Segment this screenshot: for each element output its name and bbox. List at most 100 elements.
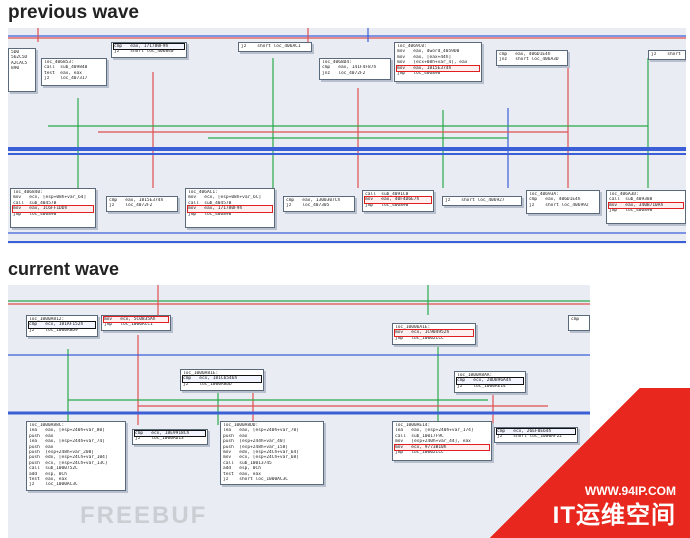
site-url: WWW.94IP.COM — [584, 484, 676, 498]
asm-line: cmp eax, 1815E374h — [109, 198, 164, 203]
asm-line: jmp loc_406890 — [397, 71, 441, 77]
asm-line: loc_1000A8AA: — [457, 373, 493, 378]
code-block[interactable]: loc_1000A812: cmp ecx, 181AF152h jz loc_… — [26, 315, 98, 337]
code-block[interactable]: cmp — [568, 315, 590, 331]
asm-line: jz loc_1000AE14 — [457, 383, 506, 389]
asm-line: jz short loc_406927 — [445, 198, 505, 203]
code-block[interactable]: loc_4069C0: mov eax, dword_4059D0 mov ea… — [394, 42, 482, 82]
asm-line: cmp eax, 406D1E4h — [499, 52, 551, 57]
code-block[interactable]: call sub_4091C8 mov eax, 40F4D6E7h jmp l… — [362, 190, 434, 212]
asm-line: mov ecx, [esp+08h+var_64] — [13, 195, 87, 201]
asm-line: 5D0 — [11, 50, 20, 55]
asm-line: call sub_4091C8 — [365, 192, 409, 197]
asm-line: jnz loc_4072F2 — [322, 70, 366, 76]
asm-line-highlighted: cmp ecx, 18E9918Ch — [134, 430, 206, 437]
code-block[interactable]: 5D0 562C5D A2CAC5 890 — [8, 48, 36, 92]
code-block[interactable]: loc_40693A: cmp eax, 406D1E4h jz short l… — [526, 190, 600, 214]
asm-line: jz loc_4072F2 — [109, 203, 153, 209]
asm-line: jmp loc_10002CCC — [395, 450, 444, 456]
asm-line: call sub_409388 — [609, 197, 653, 203]
code-block[interactable]: cmp ecx, 18E9918Ch jz loc_1000AD13 — [132, 429, 208, 445]
asm-line: test eax, eax — [29, 477, 67, 483]
asm-line: cmp eax, 1300307Ch — [286, 198, 341, 203]
asm-line: jnz short loc_406A3D — [499, 57, 559, 63]
asm-line: push eax — [223, 433, 248, 439]
asm-line: cmp eax, 406D1E4h — [529, 197, 581, 203]
code-block[interactable]: loc_406840: mov ecx, [esp+08h+var_64] ca… — [10, 188, 96, 228]
code-block[interactable]: loc_1000A88C: lea eax, [esp+240h+var_80]… — [26, 421, 126, 491]
asm-line: test eax, eax — [223, 471, 261, 477]
asm-line: call sub_10017F9C — [395, 433, 444, 439]
asm-line: call sub_40457B — [13, 200, 57, 206]
asm-line: jz loc_1000AC3C — [29, 482, 78, 488]
code-block[interactable]: cmp eax, 1815E374h jz loc_4072F2 — [106, 196, 178, 212]
asm-line: jz short — [651, 52, 681, 57]
asm-line: loc_406A3D: — [609, 192, 639, 197]
previous-wave-graph[interactable]: 5D0 562C5D A2CAC5 890 loc_406853: call s… — [8, 28, 686, 244]
asm-line-highlighted: mov ecx, 1C904952h — [394, 329, 474, 337]
asm-line: add esp, 0Ch — [223, 466, 261, 472]
code-block[interactable]: loc_1000A8DD: lea eax, [esp+240h+var_70]… — [220, 421, 324, 485]
code-block[interactable]: loc_10006A1E: mov ecx, 1C904952h jmp loc… — [392, 323, 476, 345]
asm-line: push [esp+248h+var_208] — [29, 450, 95, 456]
code-block[interactable]: jz short loc_406927 — [442, 196, 522, 206]
asm-line: jz short loc_1000AC3C — [223, 477, 289, 483]
asm-line: jmp loc_406890 — [188, 211, 232, 217]
asm-line-highlighted: cmp eax, 171780F9h — [113, 43, 185, 50]
code-block[interactable]: loc_1000A81E: cmp ecx, 181C6546h jz loc_… — [180, 369, 264, 391]
previous-wave-edges — [8, 28, 686, 243]
asm-line: loc_1000A81E: — [183, 371, 219, 376]
asm-line: push edx, [esp+24Ch+var_104] — [29, 455, 108, 461]
asm-line: loc_40693A: — [529, 192, 559, 197]
asm-line: call sub_1000752C — [29, 466, 78, 472]
asm-line: jmp loc_406890 — [609, 208, 653, 214]
asm-line: loc_1000A88C: — [29, 423, 65, 428]
code-block[interactable]: mov ecx, 5C0835Ah jmp loc_1000ACC1 — [101, 315, 171, 331]
asm-line: call sub_40457B — [188, 200, 232, 206]
code-block[interactable]: jz short loc_406AC1 — [238, 42, 312, 52]
asm-line-highlighted: cmp ecx, 181C6546h — [182, 375, 262, 383]
asm-line: mov [ecx+08h+var_4], eax — [397, 60, 468, 66]
site-name: IT运维空间 — [552, 502, 676, 529]
asm-line: loc_406840: — [13, 190, 43, 195]
code-block[interactable]: cmp eax, 1300307Ch jz loc_407305 — [283, 196, 355, 212]
asm-line: jmp loc_406890 — [365, 202, 409, 208]
previous-wave-heading: previous wave — [8, 2, 139, 23]
asm-line-highlighted: mov eax, 40F4D6E7h — [364, 196, 432, 204]
asm-line: loc_1000A8DD: — [223, 423, 259, 428]
asm-line: call sub_409840 — [44, 65, 88, 71]
asm-line: push [esp+248h+var_158] — [223, 444, 289, 450]
asm-line: jmp loc_10002CCC — [395, 335, 444, 341]
asm-line: lea eax, [esp+240h+var_70] — [223, 428, 299, 434]
code-block[interactable]: loc_4068D4: cmp eax, 141F4F87h jnz loc_4… — [319, 58, 391, 80]
asm-line: cmp — [571, 317, 580, 322]
asm-line-highlighted: mov ecx, 5C0835Ah — [103, 316, 169, 323]
asm-line: jz short loc_406840 — [114, 49, 174, 55]
asm-line: A2CAC5 — [11, 60, 28, 66]
code-block[interactable]: loc_406AC1: mov ecx, [esp+08h+var_6C] ca… — [185, 188, 275, 228]
asm-line: loc_1000AE14: — [395, 423, 431, 428]
code-block[interactable]: cmp eax, 171780F9h jz short loc_406840 — [111, 42, 187, 58]
asm-line: loc_4068D4: — [322, 60, 352, 65]
asm-line: jz loc_407305 — [286, 203, 330, 209]
code-block[interactable]: loc_406853: call sub_409840 test eax, ea… — [41, 58, 107, 86]
asm-line-highlighted: cmp ecx, 181AF152h — [28, 321, 96, 329]
asm-line: jz loc_407317 — [44, 76, 88, 82]
code-block[interactable]: cmp eax, 406D1E4h jnz short loc_406A3D — [496, 50, 568, 66]
asm-line: cmp eax, 141F4F87h — [322, 65, 377, 71]
asm-line: push eax — [29, 444, 54, 450]
asm-line: mov ecx, [esp+08h+var_6C] — [188, 195, 262, 201]
code-block[interactable]: loc_406A3D: call sub_409388 mov eax, 340… — [606, 190, 686, 224]
asm-line: jmp loc_1000ACC1 — [104, 322, 153, 328]
asm-line: 562C5D — [11, 55, 28, 61]
asm-line: push eax — [29, 433, 54, 439]
asm-line: mov eax, dword_4059D0 — [397, 49, 460, 55]
asm-line: test eax, eax — [44, 70, 82, 76]
asm-line-highlighted: mov eax, 1815E374h — [396, 65, 480, 72]
code-block[interactable]: loc_1000A8AA: cmp ecx, 20DB96A4h jz loc_… — [454, 371, 526, 393]
asm-line-highlighted: cmp ecx, 20DB96A4h — [456, 377, 524, 385]
asm-line: add esp, 0Ch — [29, 471, 67, 477]
code-block[interactable]: jz short — [648, 50, 686, 60]
asm-line: jz loc_1000A8DD — [183, 381, 232, 387]
asm-line: mov eax, [eax+44h] — [397, 54, 452, 60]
